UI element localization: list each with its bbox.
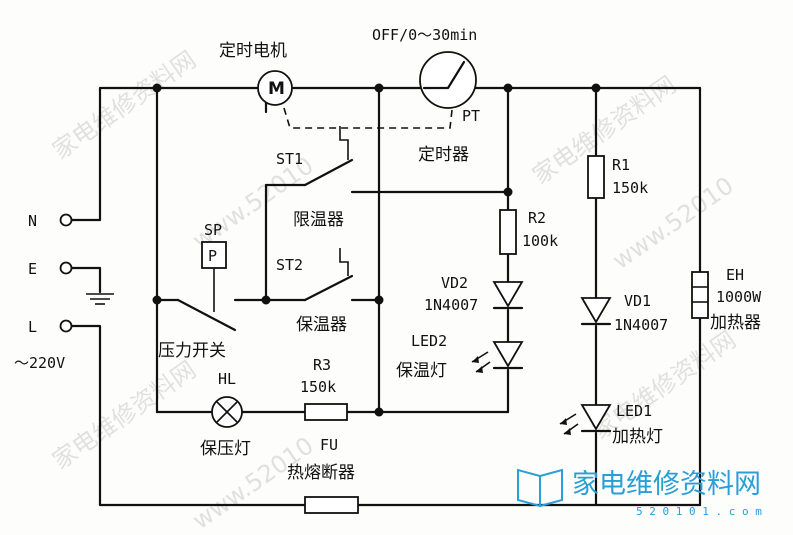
site-logo: 家电维修资料网 5 2 0 1 0 1 . c o m [517, 468, 762, 518]
label-st1: ST1 [276, 150, 303, 168]
heater-icon [691, 271, 709, 319]
motor-timer-link [283, 107, 453, 129]
label-heater: 加热器 [710, 313, 761, 333]
label-fuse: 热熔断器 [287, 463, 355, 483]
led-led1 [559, 404, 612, 435]
watermarks: 家电维修资料网 家电维修资料网 家电维修资料网 家电维修资料网 www.5201… [47, 46, 741, 535]
label-eh-power: 1000W [716, 288, 762, 306]
label-eh: EH [726, 266, 744, 284]
wire-ground [68, 266, 102, 294]
label-r2: R2 [528, 209, 546, 227]
label-vd1-model: 1N4007 [614, 316, 668, 334]
led-led2 [471, 341, 524, 373]
heater-eh [691, 271, 709, 319]
label-timer: 定时器 [418, 145, 469, 165]
label-pressure-lamp: 保压灯 [200, 439, 251, 459]
junction [503, 187, 513, 197]
book-icon [517, 468, 563, 508]
diode-vd2 [492, 281, 524, 310]
timer-contact [422, 60, 466, 90]
label-p-symbol: P [208, 247, 217, 265]
label-n: N [28, 212, 37, 230]
motor-icon [257, 70, 293, 106]
junction [374, 83, 384, 93]
watermark-4: 家电维修资料网 [587, 326, 741, 445]
terminals [59, 213, 114, 333]
junction [261, 295, 271, 305]
fuse-fu [304, 496, 359, 514]
label-heat-lamp: 加热灯 [612, 427, 663, 447]
resistor-r1 [587, 155, 605, 199]
st2-link [339, 248, 349, 276]
junctions [152, 83, 601, 417]
resistor-r2 [499, 209, 517, 255]
label-motor-symbol: M [268, 79, 285, 99]
lamp-hl [211, 396, 243, 428]
labels: 定时电机 M OFF/0～30min PT 定时器 ST1 限温器 ST2 保温… [14, 26, 762, 483]
label-motor: 定时电机 [219, 41, 287, 61]
ground-icon [86, 293, 114, 305]
sp-blade [176, 298, 237, 332]
junction [152, 83, 162, 93]
label-r2-value: 100k [522, 232, 558, 250]
junction [591, 83, 601, 93]
wire-l-bottom [68, 324, 307, 507]
label-vd2-model: 1N4007 [424, 296, 478, 314]
watermark-1: 家电维修资料网 [47, 46, 201, 165]
label-timer-range: OFF/0～30min [372, 26, 477, 44]
wire-n-top [68, 86, 260, 222]
label-keeper: 保温器 [296, 315, 347, 335]
label-pt: PT [462, 107, 480, 125]
terminal-n [59, 213, 73, 227]
timer [419, 51, 477, 109]
label-r1-value: 150k [612, 179, 648, 197]
label-hl: HL [218, 370, 236, 388]
junction [503, 83, 513, 93]
label-r1: R1 [612, 156, 630, 174]
junction [374, 295, 384, 305]
junction [152, 295, 162, 305]
label-r3: R3 [313, 356, 331, 374]
terminal-l [59, 319, 73, 333]
label-led1: LED1 [616, 402, 652, 420]
diode-vd1 [580, 297, 612, 326]
resistor-r3 [304, 403, 348, 421]
label-fu: FU [320, 436, 338, 454]
label-sp: SP [204, 221, 222, 239]
terminal-e [59, 261, 73, 275]
st2-blade [303, 274, 354, 302]
logo-url: 5 2 0 1 0 1 . c o m [636, 505, 762, 518]
timer-icon [419, 51, 477, 109]
label-limiter: 限温器 [293, 210, 344, 230]
label-warm-lamp: 保温灯 [396, 361, 447, 381]
label-pressure-switch: 压力开关 [158, 341, 226, 361]
logo-text: 家电维修资料网 [572, 469, 761, 500]
wires [68, 86, 702, 507]
label-l: L [28, 318, 37, 336]
st1-link [339, 126, 349, 160]
pressure-sensor-box [201, 241, 227, 269]
label-led2: LED2 [411, 332, 447, 350]
label-voltage: ～220V [14, 354, 65, 372]
st1-blade [303, 158, 354, 187]
junction [374, 407, 384, 417]
label-vd1: VD1 [624, 292, 651, 310]
label-e: E [28, 260, 37, 278]
label-r3-value: 150k [300, 378, 336, 396]
label-st2: ST2 [276, 256, 303, 274]
motor [257, 70, 293, 106]
label-vd2: VD2 [441, 274, 468, 292]
watermark-2: 家电维修资料网 [47, 356, 201, 475]
